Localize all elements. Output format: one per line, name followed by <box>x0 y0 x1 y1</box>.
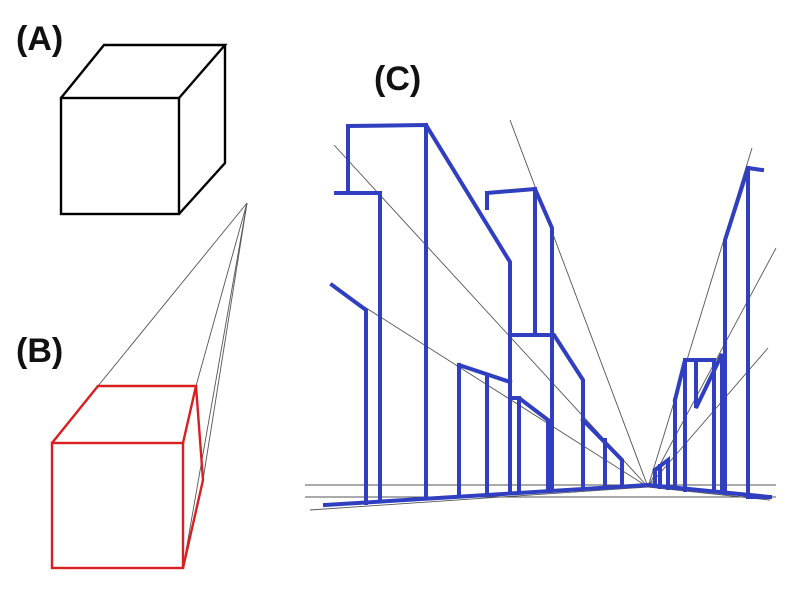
left-building-1 <box>329 122 512 505</box>
guide-line <box>202 202 248 481</box>
cube-b-front-face <box>50 441 185 570</box>
cube-b-vanishing-lines <box>97 202 248 569</box>
cube-b-perspective <box>50 384 205 570</box>
cube-b-top-face <box>51 384 198 444</box>
guide-line <box>333 144 649 488</box>
panel-label-a: (A) <box>16 20 64 58</box>
guide-line <box>97 202 248 387</box>
cube-a-oblique <box>59 43 228 216</box>
left-building-3 <box>508 333 624 494</box>
cube-a-side-face <box>178 45 227 215</box>
right-building-1 <box>723 165 772 499</box>
cube-a-front-face <box>59 96 181 216</box>
panel-label-c: (C) <box>374 60 422 98</box>
street-buildings <box>322 122 773 508</box>
cube-b-side-face <box>181 385 205 569</box>
right-building-2 <box>672 353 724 494</box>
cube-a-top-face <box>60 43 228 99</box>
street-vanishing-lines <box>305 119 777 511</box>
guide-line <box>182 202 248 569</box>
panel-label-b: (B) <box>16 332 64 370</box>
left-building-2 <box>456 186 554 497</box>
guide-line <box>195 202 248 387</box>
guide-line <box>509 119 649 488</box>
guide-line <box>309 486 649 511</box>
right-building-3 <box>652 455 670 490</box>
